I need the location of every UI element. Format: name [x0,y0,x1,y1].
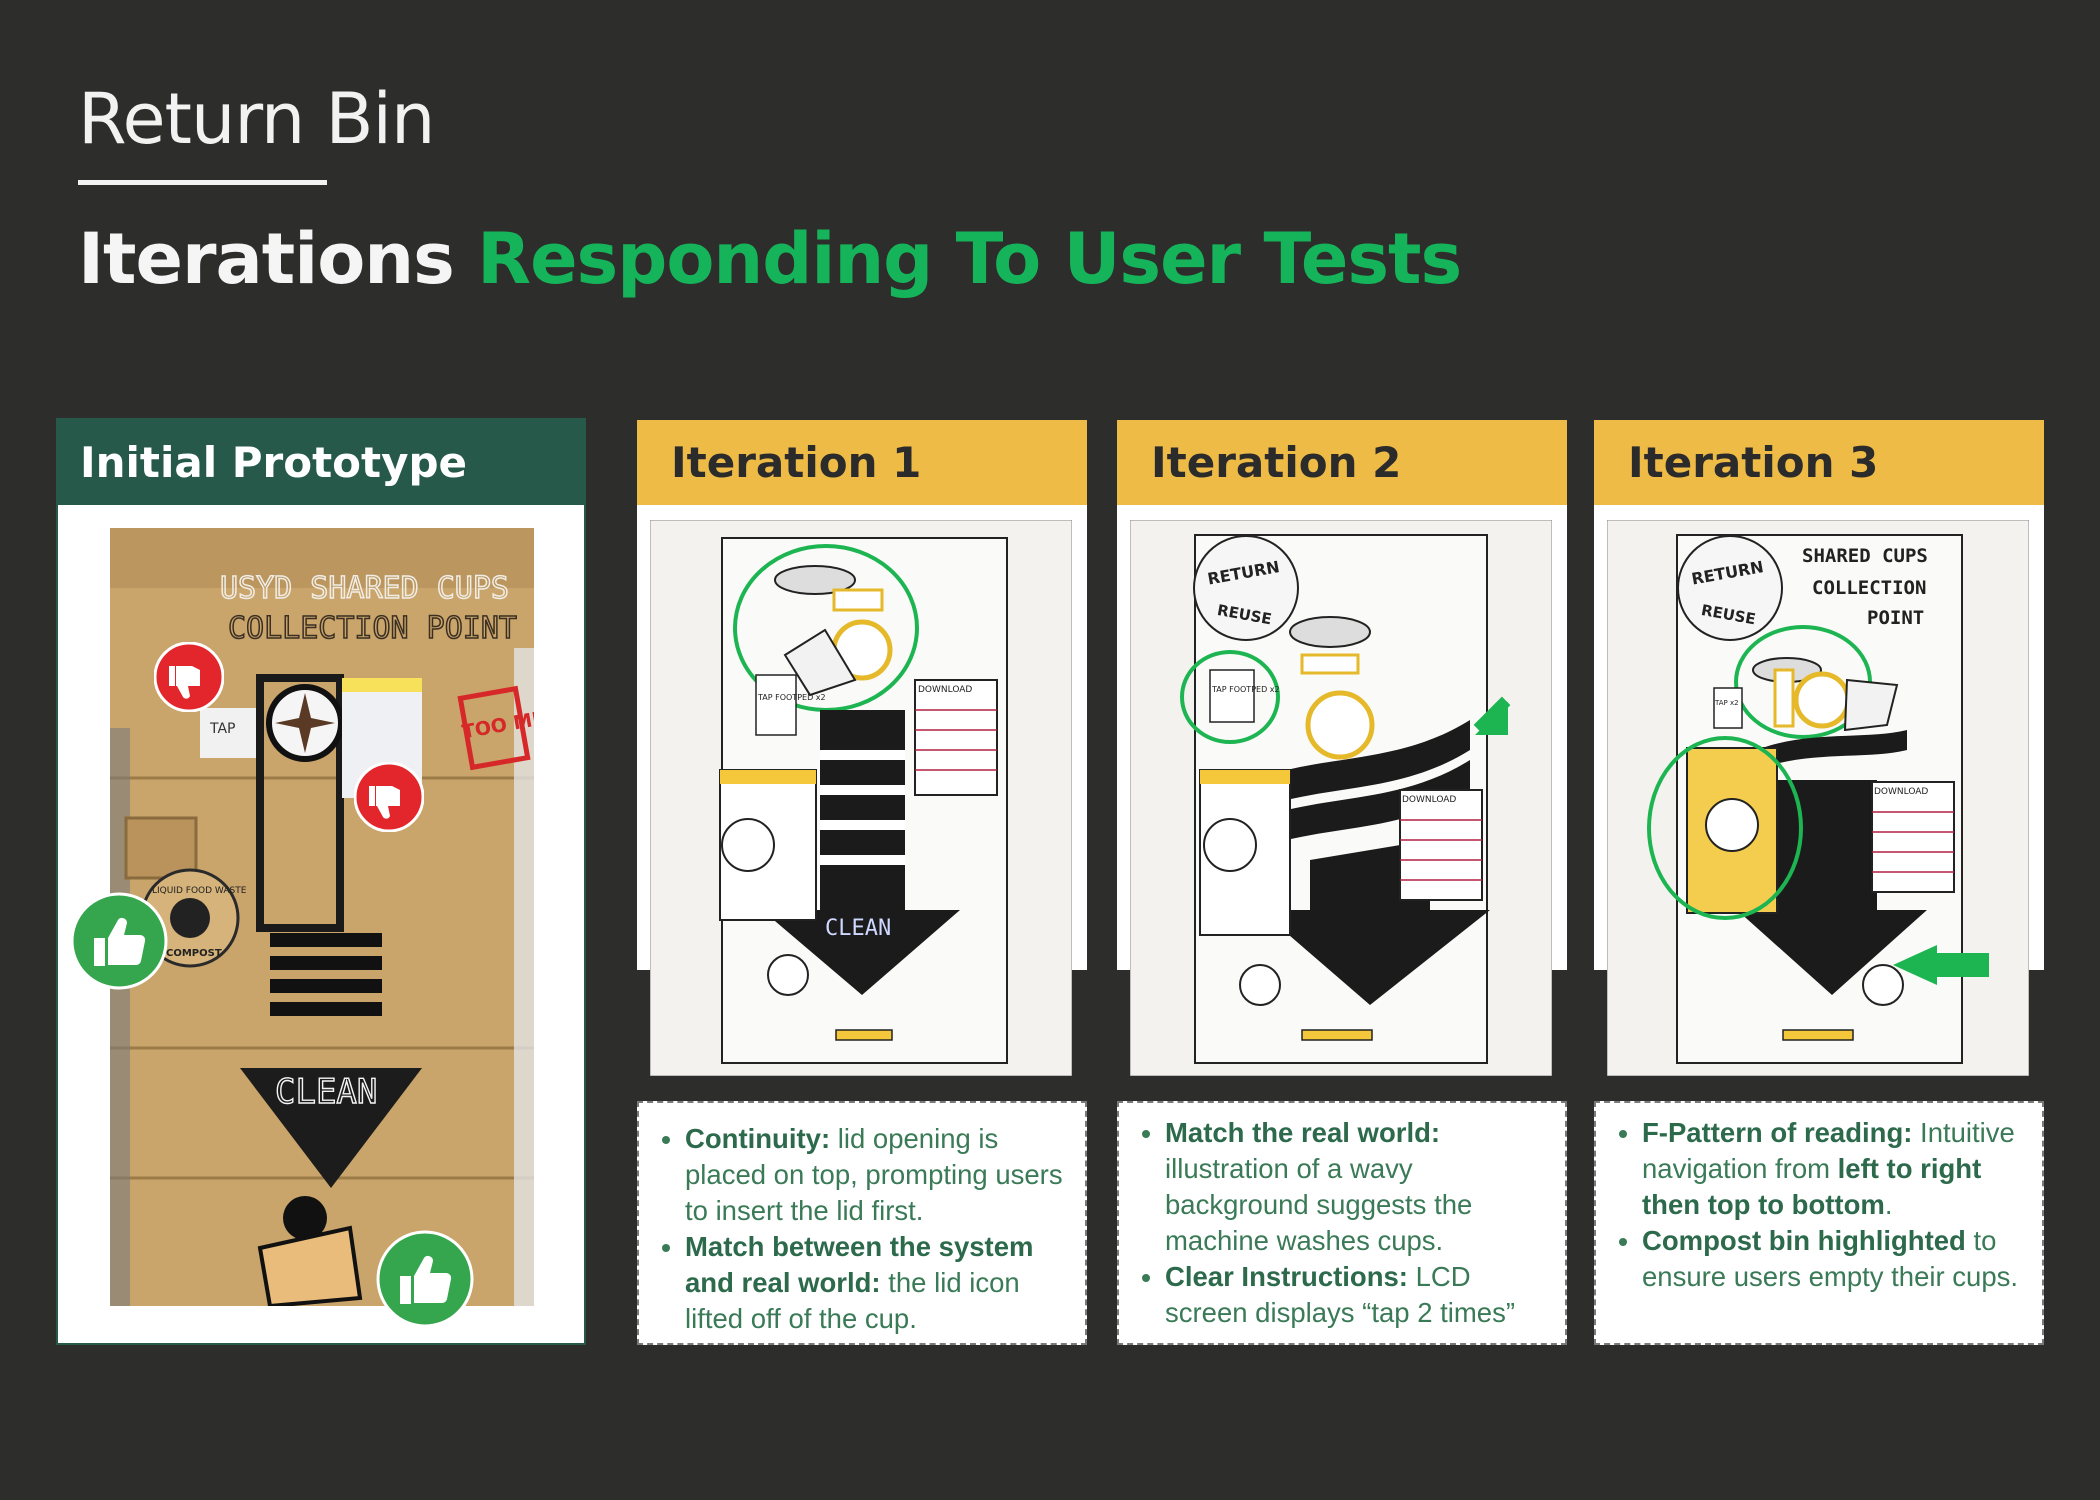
note-text: Intuitive navigation from [1642,1117,2015,1184]
iteration-3-download-label: DOWNLOAD [1874,787,1928,797]
note-item: Compost bin highlighted to ensure users … [1642,1223,2042,1295]
iteration-1-clean-label: CLEAN [825,916,891,941]
note-bold: Continuity: [685,1123,831,1154]
prototype-compost-line1: LIQUID FOOD WASTE [152,886,247,896]
thumbs-up-icon [376,1230,474,1328]
prototype-sign-line1: USYD SHARED CUPS [220,571,509,606]
iteration-2-download-label: DOWNLOAD [1402,795,1456,805]
note-text: to ensure users empty their cups. [1642,1225,2019,1292]
iteration-3-card: Iteration 3 RETURN REUSE SHARED CUPS COL… [1594,420,2044,1345]
iteration-3-sign-line1: SHARED CUPS [1802,545,1928,567]
thumbs-up-icon [70,892,168,990]
iteration-3-sketch: RETURN REUSE SHARED CUPS COLLECTION POIN… [1607,520,2029,1076]
iteration-1-header: Iteration 1 [637,420,1087,505]
iteration-1-image-panel: CLEAN TAP FOOTPED x2 DOWNLOAD [637,505,1087,1076]
prototype-clean-label: CLEAN [275,1072,377,1112]
prototype-compost-line2: COMPOST [166,948,222,959]
iteration-2-image-panel: RETURN REUSE TAP FOOTPED x2 DOWNLOAD [1117,505,1567,1076]
title-underline [78,180,327,185]
subtitle-green: Responding To User Tests [477,218,1462,300]
note-text: LCD screen displays “tap 2 times” [1165,1261,1515,1328]
iteration-3-sign-line2: COLLECTION [1812,577,1926,599]
note-bold: Match between the system and real world: [685,1231,1034,1298]
iteration-3-tap-card: TAP x2 [1714,699,1739,707]
note-text: . [1884,1189,1893,1220]
iteration-1-download-label: DOWNLOAD [918,685,972,695]
thumbs-down-icon [154,642,224,712]
note-bold: left to right then top to bottom [1642,1153,1982,1220]
iteration-3-notes: F-Pattern of reading: Intuitive navigati… [1594,1101,2044,1345]
note-bold: Match the real world: [1165,1117,1441,1148]
iteration-1-card: Iteration 1 CLEAN TAP FOOTPED x2 DOWNLOA… [637,420,1087,1345]
prototype-sign-line2: COLLECTION POINT [228,611,517,646]
note-item: Match the real world: illustration of a … [1165,1115,1565,1259]
iteration-2-card: Iteration 2 RETURN REUSE TAP FOOTPED x2 … [1117,420,1567,1345]
prototype-tap-card: TAP [209,721,235,737]
note-text: illustration of a wavy background sugges… [1165,1153,1473,1256]
iteration-1-tap-card: TAP FOOTPED x2 [757,693,826,702]
note-item: F-Pattern of reading: Intuitive navigati… [1642,1115,2042,1223]
subtitle-white: Iterations [78,218,455,300]
iteration-3-header: Iteration 3 [1594,420,2044,505]
iteration-2-tap-card: TAP FOOTPED x2 [1211,685,1280,694]
page-subtitle: Iterations Responding To User Tests [78,218,1462,300]
note-bold: Clear Instructions: [1165,1261,1408,1292]
page-title: Return Bin [78,78,435,160]
note-item: Clear Instructions: LCD screen displays … [1165,1259,1565,1331]
iteration-2-header: Iteration 2 [1117,420,1567,505]
iteration-1-sketch: CLEAN TAP FOOTPED x2 DOWNLOAD [650,520,1072,1076]
note-text: lid opening is placed on top, prompting … [685,1123,1063,1226]
note-item: Continuity: lid opening is placed on top… [685,1121,1085,1229]
initial-prototype-card: Initial Prototype USYD SHARED CUPS COLLE… [56,418,586,1345]
note-text: the lid icon lifted off of the cup. [685,1267,1020,1334]
note-bold: Compost bin highlighted [1642,1225,1966,1256]
initial-prototype-header: Initial Prototype [58,420,584,505]
iteration-2-notes: Match the real world: illustration of a … [1117,1101,1567,1345]
thumbs-down-icon [354,762,424,832]
iteration-3-sign-line3: POINT [1867,607,1924,629]
iteration-2-sketch: RETURN REUSE TAP FOOTPED x2 DOWNLOAD [1130,520,1552,1076]
iteration-3-image-panel: RETURN REUSE SHARED CUPS COLLECTION POIN… [1594,505,2044,1076]
note-bold: F-Pattern of reading: [1642,1117,1913,1148]
note-item: Match between the system and real world:… [685,1229,1085,1337]
iteration-1-notes: Continuity: lid opening is placed on top… [637,1101,1087,1345]
